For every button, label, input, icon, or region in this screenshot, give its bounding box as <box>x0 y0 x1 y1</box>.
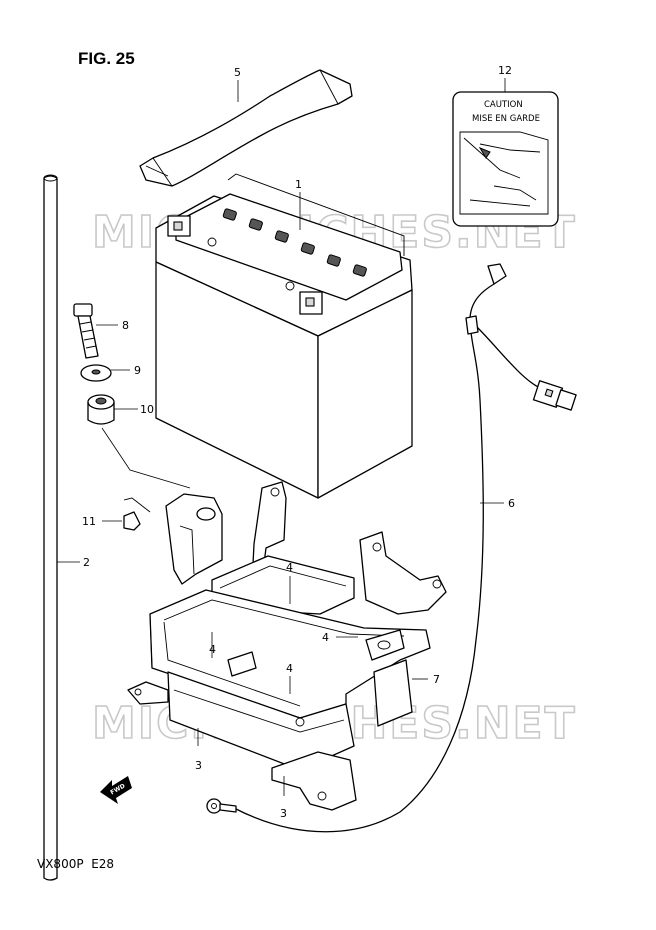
callout-4-bottom: 4 <box>286 662 293 675</box>
callout-1: 1 <box>295 178 302 191</box>
nut <box>102 497 151 531</box>
callout-9: 9 <box>134 364 141 377</box>
callout-4-right: 4 <box>322 631 329 644</box>
figure-title: FIG. 25 <box>78 49 135 68</box>
callout-8: 8 <box>122 319 129 332</box>
callout-4-top: 4 <box>286 561 293 574</box>
callout-10: 10 <box>140 403 154 416</box>
callout-6: 6 <box>508 497 515 510</box>
callout-4-left: 4 <box>209 643 216 656</box>
wiring-harness <box>206 263 577 833</box>
cushion <box>87 394 191 489</box>
washer <box>80 364 130 382</box>
callout-12: 12 <box>498 64 512 77</box>
battery <box>155 173 413 499</box>
callout-7: 7 <box>433 673 440 686</box>
caution-label: CAUTION MISE EN GARDE <box>452 78 559 227</box>
callout-3-left: 3 <box>195 759 202 772</box>
battery-tray <box>127 481 447 811</box>
callout-2: 2 <box>83 556 90 569</box>
bolt <box>73 303 118 359</box>
callout-5: 5 <box>234 66 241 79</box>
vent-hose <box>43 174 80 881</box>
model-code: VX800P E28 <box>37 857 114 871</box>
forward-arrow-icon: FWD <box>100 776 132 804</box>
callout-11: 11 <box>82 515 96 528</box>
caution-text-french: MISE EN GARDE <box>472 114 540 124</box>
battery-strap <box>139 69 353 187</box>
caution-text: CAUTION <box>484 100 523 110</box>
callout-3-right: 3 <box>280 807 287 820</box>
